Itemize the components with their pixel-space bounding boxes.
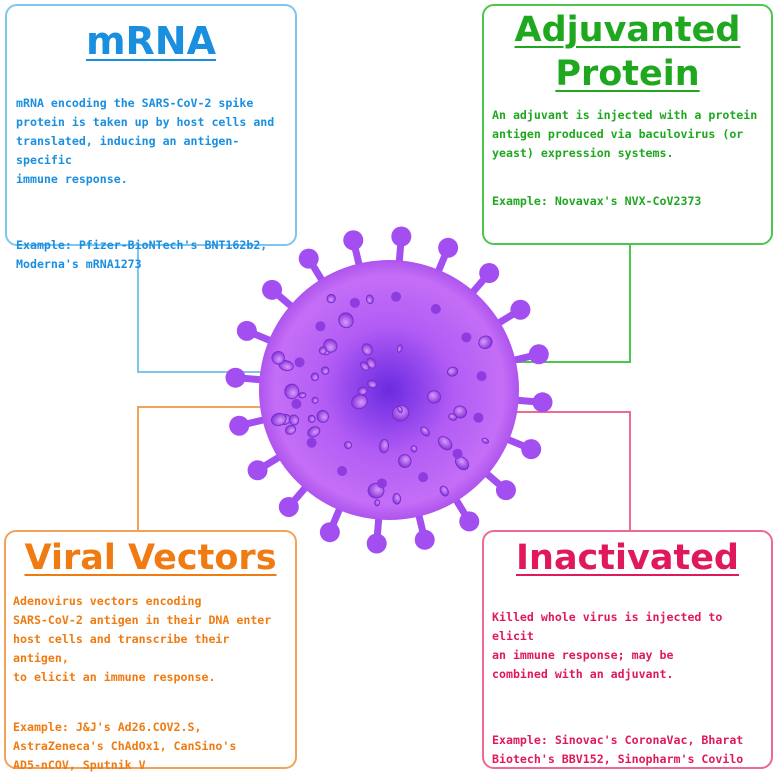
- virus-surface-pit: [374, 499, 380, 507]
- virus-surface-pit: [307, 426, 321, 438]
- virus-surface-pit: [392, 492, 402, 505]
- virus-surface-pit: [397, 405, 403, 414]
- mrna-card: mRNA mRNA encoding the SARS-CoV-2 spike …: [5, 4, 297, 271]
- adjuvanted-connector: [516, 245, 631, 363]
- virus-surface-pit: [316, 409, 330, 423]
- mrna-description: mRNA encoding the SARS-CoV-2 spike prote…: [16, 96, 275, 186]
- virus-surface-pit: [367, 379, 378, 389]
- virus-surface-pit: [448, 413, 458, 421]
- virus-surface-pit: [284, 424, 297, 435]
- virus-surface-pit: [338, 312, 354, 329]
- virus-spike-head: [414, 529, 435, 550]
- virus-surface-pit: [379, 439, 390, 454]
- virus-spike-head: [229, 415, 250, 436]
- virus-spike-head: [528, 344, 549, 365]
- virus-surface-stud: [337, 466, 348, 477]
- virus-surface-pit: [307, 414, 316, 423]
- viral-vectors-card: Viral Vectors Adenovirus vectors encodin…: [4, 530, 297, 772]
- virus-surface-stud: [349, 297, 360, 308]
- virus-spike-head: [510, 299, 531, 320]
- virus-surface-pit: [318, 346, 327, 355]
- virus-surface-stud: [391, 291, 402, 302]
- virus-surface-pit: [398, 454, 412, 468]
- virus-surface-pit: [420, 426, 430, 437]
- virus-surface-pit: [439, 485, 449, 497]
- virus-surface-pit: [365, 294, 374, 305]
- virus-spike-head: [532, 392, 553, 413]
- mrna-title: mRNA: [85, 19, 217, 63]
- virus-surface-pit: [271, 350, 285, 365]
- virus-surface-stud: [294, 357, 305, 368]
- virus-spike-head: [262, 279, 283, 300]
- virus-surface-stud: [315, 321, 326, 332]
- virus-surface-pit: [410, 445, 418, 453]
- inactivated-example: Example: Sinovac's CoronaVac, Bharat Bio…: [492, 733, 744, 766]
- viral-vectors-connector: [137, 406, 262, 530]
- virus-spike-head: [438, 237, 459, 258]
- viral-vectors-example: Example: J&J's Ad26.COV2.S, AstraZeneca'…: [13, 720, 237, 772]
- virus-spike-head: [236, 320, 257, 341]
- adjuvanted-protein-example: Example: Novavax's NVX-CoV2373: [492, 194, 702, 208]
- virus-surface-pit: [311, 396, 319, 404]
- adjuvanted-protein-title: Adjuvanted Protein: [514, 10, 741, 94]
- virus-surface-pit: [361, 343, 373, 356]
- viral-vectors-description: Adenovirus vectors encoding SARS-CoV-2 a…: [13, 594, 272, 684]
- virus-surface-stud: [376, 478, 387, 489]
- adjuvanted-protein-card: Adjuvanted Protein An adjuvant is inject…: [482, 4, 773, 245]
- virus-surface-pit: [298, 392, 307, 399]
- viral-vectors-title: Viral Vectors: [24, 538, 277, 578]
- virus-surface-stud: [430, 303, 441, 314]
- virus-surface-pit: [288, 414, 300, 426]
- virus-surface-pit: [446, 366, 459, 377]
- virus-surface-pit: [481, 437, 490, 444]
- virus-surface-pit: [357, 386, 368, 396]
- virus-spike-head: [319, 522, 340, 543]
- virus-surface-stud: [291, 398, 302, 409]
- inactivated-connector: [514, 411, 631, 530]
- virus-surface-pit: [453, 405, 468, 419]
- virus-spike-head: [459, 511, 480, 532]
- virus-surface-pit: [437, 436, 453, 451]
- virus-surface-pit: [270, 412, 287, 427]
- virus-surface-pit: [351, 394, 368, 410]
- mrna-example: Example: Pfizer-BioNTech's BNT162b2, Mod…: [16, 238, 268, 271]
- virus-surface-stud: [452, 448, 463, 459]
- virus-surface-stud: [461, 332, 472, 343]
- virus-surface-stud: [306, 437, 317, 448]
- virus-surface-pit: [344, 441, 353, 450]
- virus-spike-head: [298, 248, 319, 269]
- virus-surface-pit: [359, 361, 370, 371]
- inactivated-card: Inactivated Killed whole virus is inject…: [482, 530, 773, 769]
- virus-surface-pit: [320, 366, 330, 375]
- virus-spike-head: [225, 367, 246, 388]
- adjuvanted-protein-description: An adjuvant is injected with a protein a…: [492, 108, 758, 160]
- virus-spike-head: [391, 226, 412, 247]
- virus-spike-head: [278, 496, 299, 517]
- virus-surface-pit: [396, 344, 403, 353]
- virus-surface-pit: [310, 372, 319, 382]
- virus-spike-head: [495, 480, 516, 501]
- virus-surface-pit: [284, 383, 300, 400]
- virus-spike-head: [343, 230, 364, 251]
- virus-surface-pit: [326, 293, 336, 304]
- coronavirus-icon: [225, 226, 553, 554]
- mrna-connector: [137, 246, 262, 373]
- virus-spike-head: [366, 533, 387, 554]
- virus-spike-head: [479, 263, 500, 284]
- inactivated-title: Inactivated: [516, 538, 739, 578]
- virus-surface-pit: [427, 390, 442, 404]
- virus-surface-pit: [478, 335, 493, 350]
- virus-surface-stud: [476, 371, 487, 382]
- virus-spike-head: [521, 439, 542, 460]
- virus-surface-stud: [418, 472, 429, 483]
- virus-surface-stud: [473, 412, 484, 423]
- virus-spike-head: [247, 460, 268, 481]
- inactivated-description: Killed whole virus is injected to elicit…: [492, 610, 723, 681]
